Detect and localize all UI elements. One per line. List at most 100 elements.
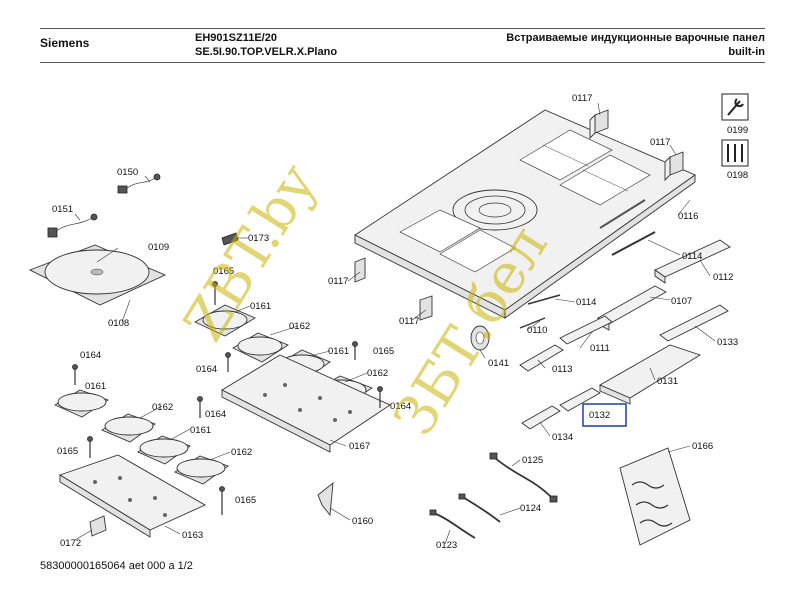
label-0117: 0117: [328, 276, 348, 287]
label-0162: 0162: [289, 321, 310, 332]
label-0117: 0117: [650, 137, 670, 148]
label-0165: 0165: [213, 266, 234, 277]
screw-0164-c[interactable]: [197, 396, 203, 419]
label-0108: 0108: [108, 318, 129, 329]
label-0160: 0160: [352, 516, 373, 527]
bracket-0134[interactable]: [521, 405, 561, 430]
label-0161: 0161: [85, 381, 106, 392]
product-description: Встраиваемые индукционные варочные панел: [506, 32, 765, 44]
label-0117: 0117: [572, 93, 592, 104]
bracket-0132[interactable]: [559, 387, 601, 412]
label-0133: 0133: [717, 337, 738, 348]
screw-0165-c[interactable]: [87, 436, 93, 459]
bracket-0117-top[interactable]: [589, 109, 609, 140]
bracket-0111[interactable]: [559, 315, 613, 345]
label-0165: 0165: [373, 346, 394, 357]
label-0114: 0114: [576, 297, 596, 308]
rod-0114[interactable]: [611, 231, 656, 256]
screw-0164-a[interactable]: [72, 364, 78, 386]
connector-0173[interactable]: [221, 232, 239, 246]
label-0114: 0114: [682, 251, 702, 262]
label-0124: 0124: [520, 503, 541, 514]
label-0198: 0198: [727, 170, 748, 181]
cable-0123[interactable]: [429, 509, 476, 539]
label-0161: 0161: [190, 425, 211, 436]
bushing-0110[interactable]: [519, 317, 546, 329]
label-0199: 0199: [727, 125, 748, 136]
bracket-0117-low[interactable]: [419, 295, 433, 321]
label-0110: 0110: [527, 325, 547, 336]
label-0173: 0173: [248, 233, 269, 244]
inductor-0162-left3[interactable]: [174, 455, 229, 485]
label-0164: 0164: [390, 401, 411, 412]
rail-0133[interactable]: [659, 304, 729, 342]
clip-0172[interactable]: [89, 515, 107, 537]
inductor-0162-left2[interactable]: [137, 435, 191, 465]
label-0116: 0116: [678, 211, 698, 222]
label-0112: 0112: [713, 272, 733, 283]
leader-lines: [74, 102, 716, 545]
screw-0164-d[interactable]: [377, 386, 383, 409]
part-labels: 0117 0199 0117 0198 0150 0151 0109 0173 …: [52, 93, 748, 551]
bracket-0113[interactable]: [519, 344, 564, 372]
label-0166: 0166: [692, 441, 713, 452]
model-number: EH901SZ11E/20: [195, 32, 277, 44]
label-0167: 0167: [349, 441, 370, 452]
label-0109: 0109: [148, 242, 169, 253]
rod-0114-b[interactable]: [527, 294, 561, 305]
bracket-0117-mid[interactable]: [354, 257, 366, 283]
screw-0165-d[interactable]: [219, 486, 225, 516]
label-0161: 0161: [250, 301, 271, 312]
label-0172: 0172: [60, 538, 81, 549]
inductor-0162-a[interactable]: [232, 332, 289, 363]
screw-0165-a[interactable]: [212, 281, 218, 306]
cable-0124[interactable]: [458, 493, 501, 523]
carrier-plate-0167[interactable]: [221, 354, 391, 453]
tools-icon: [721, 139, 749, 167]
bracket-0117-right[interactable]: [664, 151, 684, 182]
bracket-0112[interactable]: [654, 239, 731, 284]
model-variant: SE.5I.90.TOP.VELR.X.Plano: [195, 46, 338, 58]
header-bottom-rule: [40, 62, 765, 63]
clip-0160[interactable]: [317, 481, 334, 517]
pad-0161-left[interactable]: [54, 389, 110, 418]
sensor-0151[interactable]: [47, 213, 98, 238]
tray-0163[interactable]: [58, 454, 206, 538]
inductor-0162-left1[interactable]: [101, 413, 156, 443]
label-0162: 0162: [367, 368, 388, 379]
label-0131: 0131: [657, 376, 678, 387]
label-0161: 0161: [328, 346, 349, 357]
label-0132: 0132: [589, 410, 610, 421]
fastener-kit-0166[interactable]: [619, 447, 691, 546]
screw-0164-b[interactable]: [225, 352, 231, 373]
cooktop-glass[interactable]: [354, 109, 696, 319]
label-0151: 0151: [52, 204, 73, 215]
label-0117: 0117: [399, 316, 419, 327]
label-0165: 0165: [57, 446, 78, 457]
strip-0131[interactable]: [598, 344, 702, 405]
grommet-0141[interactable]: [470, 325, 490, 351]
label-0111: 0111: [590, 343, 610, 354]
label-0107: 0107: [671, 296, 692, 307]
part-0132-highlight: [582, 403, 627, 427]
sensor-0150[interactable]: [117, 173, 161, 194]
brand-name: Siemens: [40, 36, 90, 50]
coil-plate-0109[interactable]: [28, 244, 167, 306]
label-0162: 0162: [152, 402, 173, 413]
pad-0161-top[interactable]: [194, 304, 256, 337]
label-0113: 0113: [552, 364, 572, 375]
label-0123: 0123: [436, 540, 457, 551]
label-0164: 0164: [196, 364, 217, 375]
cable-0125[interactable]: [489, 452, 558, 503]
label-0162: 0162: [231, 447, 252, 458]
document-id: 58300000165064 aet 000 a 1/2: [40, 560, 193, 572]
header-top-rule: [40, 28, 765, 29]
label-0150: 0150: [117, 167, 138, 178]
label-0141: 0141: [488, 358, 509, 369]
label-0164: 0164: [80, 350, 101, 361]
label-0164: 0164: [205, 409, 226, 420]
screw-0165-b[interactable]: [352, 341, 358, 361]
label-0134: 0134: [552, 432, 573, 443]
